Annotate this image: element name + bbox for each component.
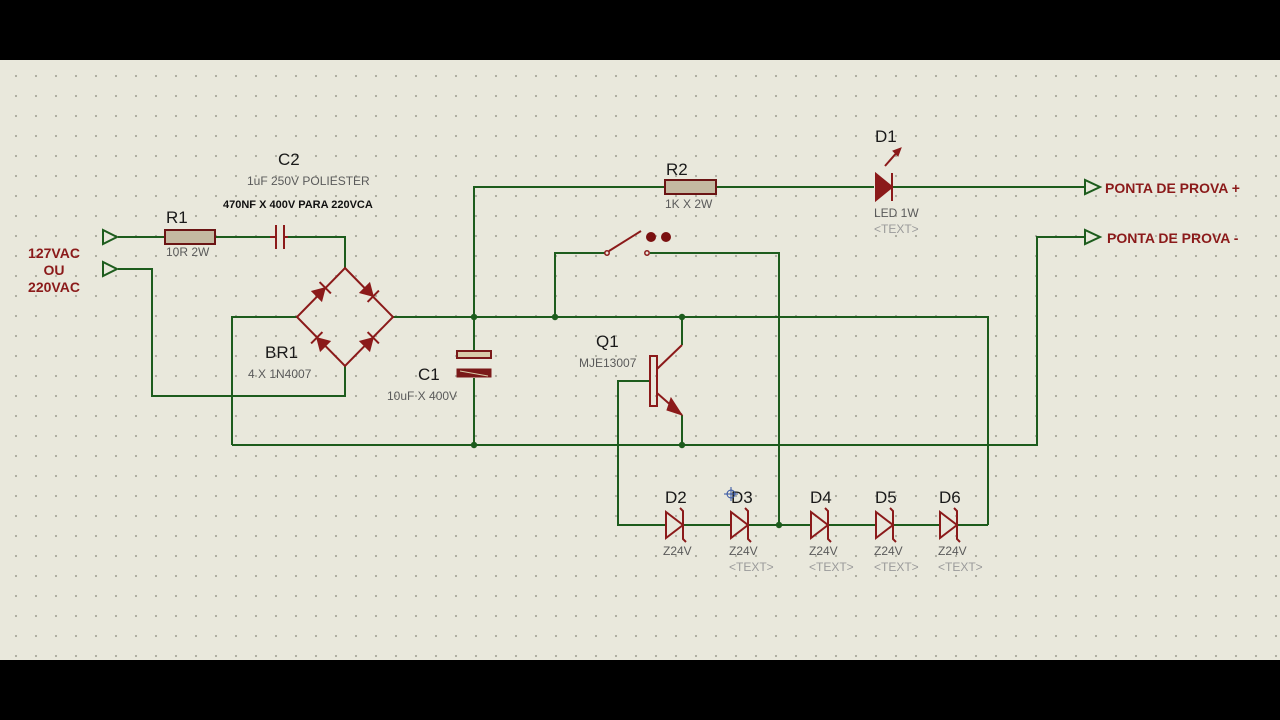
input-label-line1: 127VAC [28,245,80,261]
zener-d5: D5 Z24V <TEXT> [874,488,919,574]
q1-ref: Q1 [596,332,619,351]
c1-ref: C1 [418,365,440,384]
input-ports: 127VAC OU 220VAC [28,228,120,295]
q1-value: MJE13007 [579,356,637,370]
output-ports: PONTA DE PROVA + PONTA DE PROVA - [1084,178,1240,246]
d4-value: Z24V [809,544,838,558]
switch [604,230,671,256]
schematic-canvas: 127VAC OU 220VAC PONTA DE PROVA + PONTA … [0,60,1280,660]
d6-ref: D6 [939,488,961,507]
d6-text: <TEXT> [938,560,983,574]
input-label-line2: OU [44,262,65,278]
d3-value: Z24V [729,544,758,558]
d6-value: Z24V [938,544,967,558]
d2-value: Z24V [663,544,692,558]
d4-ref: D4 [810,488,832,507]
c1-value: 10uF X 400V [387,389,457,403]
d3-text: <TEXT> [729,560,774,574]
c2-note: 470NF X 400V PARA 220VCA [223,199,373,211]
resistor-r1: R1 10R 2W [164,208,216,259]
r1-ref: R1 [166,208,188,227]
schematic-diagram: 127VAC OU 220VAC PONTA DE PROVA + PONTA … [28,127,1240,574]
zener-d4: D4 Z24V <TEXT> [809,488,854,574]
br1-ref: BR1 [265,343,298,362]
led-d1: D1 LED 1W <TEXT> [874,127,919,236]
capacitor-c1: C1 10uF X 400V [387,350,492,403]
c2-value: 1uF 250V POLIESTER [247,174,370,188]
r1-value: 10R 2W [166,245,210,259]
c2-ref: C2 [278,150,300,169]
d1-text: <TEXT> [874,222,919,236]
d5-value: Z24V [874,544,903,558]
d3-ref: D3 [731,488,753,507]
r2-value: 1K X 2W [665,197,713,211]
input-label-line3: 220VAC [28,279,80,295]
br1-value: 4 X 1N4007 [248,367,312,381]
transistor-q1: Q1 MJE13007 [579,332,684,416]
d1-ref: D1 [875,127,897,146]
r2-ref: R2 [666,160,688,179]
d2-ref: D2 [665,488,687,507]
zener-d6: D6 Z24V <TEXT> [938,488,983,574]
d5-ref: D5 [875,488,897,507]
junction-dots [470,313,783,529]
resistor-r2: R2 1K X 2W [664,160,717,211]
wires [118,186,1085,526]
d5-text: <TEXT> [874,560,919,574]
d4-text: <TEXT> [809,560,854,574]
zener-d2: D2 Z24V [663,488,692,558]
capacitor-c2: C2 1uF 250V POLIESTER 470NF X 400V PARA … [223,150,373,249]
output-positive-label: PONTA DE PROVA + [1105,180,1240,196]
d1-value: LED 1W [874,206,919,220]
zener-d3: D3 Z24V <TEXT> [724,487,774,574]
output-negative-label: PONTA DE PROVA - [1107,230,1239,246]
bridge-rectifier-br1: BR1 4 X 1N4007 [248,266,395,381]
